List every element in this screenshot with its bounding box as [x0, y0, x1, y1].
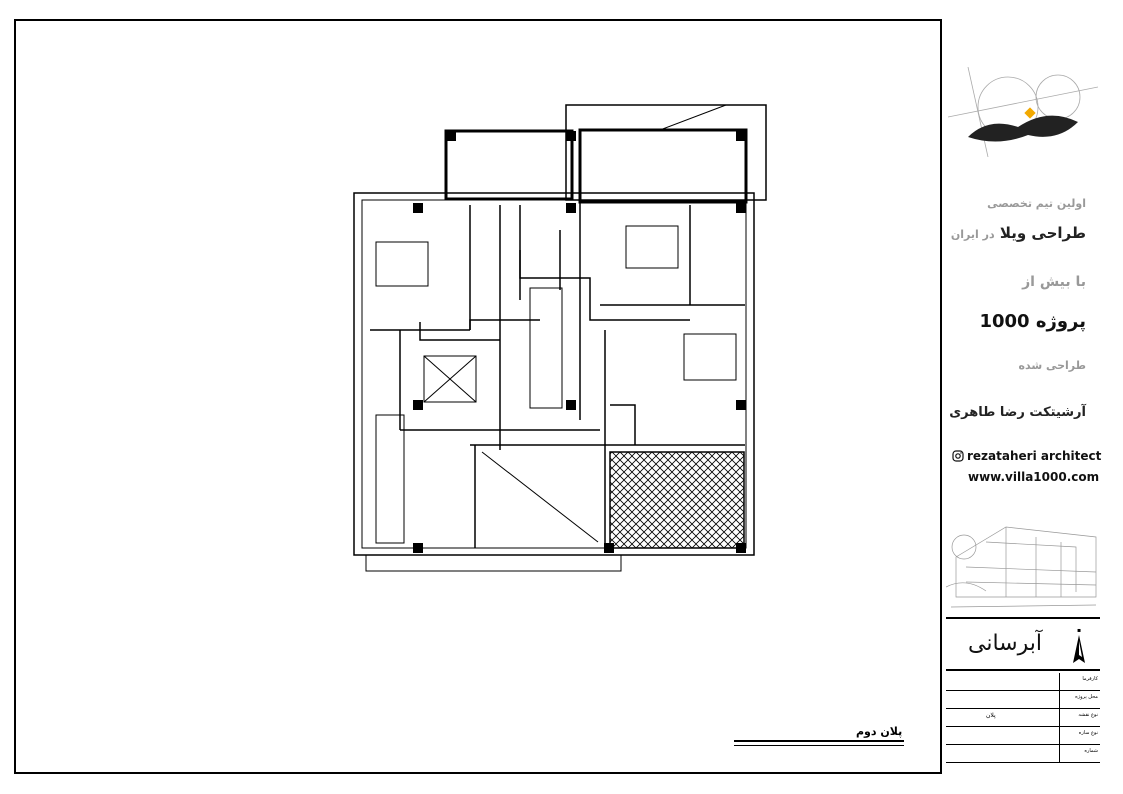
- tagline-more-than: با بیش از: [1022, 274, 1086, 290]
- instagram-text: rezataheri architect: [967, 449, 1102, 463]
- title-underline-thin: [734, 745, 904, 746]
- tagline-villa: طراحی ویلا: [999, 224, 1086, 242]
- tagline-villa-design: طراحی ویلا در ایران: [951, 224, 1086, 242]
- table-row: محل پروژه: [946, 691, 1100, 709]
- tagline-designed: طراحی شده: [1018, 359, 1086, 372]
- table-row: کارفرما: [946, 673, 1100, 691]
- row-label: کارفرما: [1082, 676, 1098, 682]
- row-label: محل پروژه: [1075, 694, 1098, 700]
- website-link[interactable]: www.villa1000.com: [968, 470, 1100, 484]
- title-table: کارفرما محل پروژه نوع نقشه پلان نوع سازه…: [946, 673, 1100, 763]
- project-name: آبرسانی: [968, 631, 1042, 656]
- plan-title: پلان دوم: [856, 725, 903, 738]
- row-label: شماره: [1084, 748, 1098, 754]
- tagline-first-team: اولین تیم تخصصی: [987, 197, 1086, 210]
- table-row: نوع سازه: [946, 727, 1100, 745]
- floor-plan-drawing: [353, 104, 767, 572]
- architect-name: آرشیتکت رضا طاهری: [949, 405, 1086, 420]
- title-block: اولین تیم تخصصی طراحی ویلا در ایران با ب…: [940, 19, 1102, 774]
- title-underline: [734, 740, 904, 742]
- instagram-handle[interactable]: rezataheri architect: [952, 449, 1101, 463]
- row-label: نوع نقشه: [1078, 712, 1098, 718]
- project-box: آبرسانی ▪: [946, 617, 1100, 671]
- table-row: نوع نقشه پلان: [946, 709, 1100, 727]
- row-label: نوع سازه: [1078, 730, 1098, 736]
- tagline-iran: در ایران: [950, 228, 995, 241]
- north-arrow-icon: ▪: [1073, 627, 1085, 663]
- firm-logo: [948, 67, 1098, 157]
- tagline-projects: 1000 پروژه: [979, 311, 1086, 332]
- table-row: شماره: [946, 745, 1100, 763]
- instagram-icon: [952, 450, 964, 462]
- svg-text:▪: ▪: [1077, 627, 1081, 634]
- row-value: پلان: [986, 712, 996, 719]
- villa-sketch: [946, 526, 1097, 608]
